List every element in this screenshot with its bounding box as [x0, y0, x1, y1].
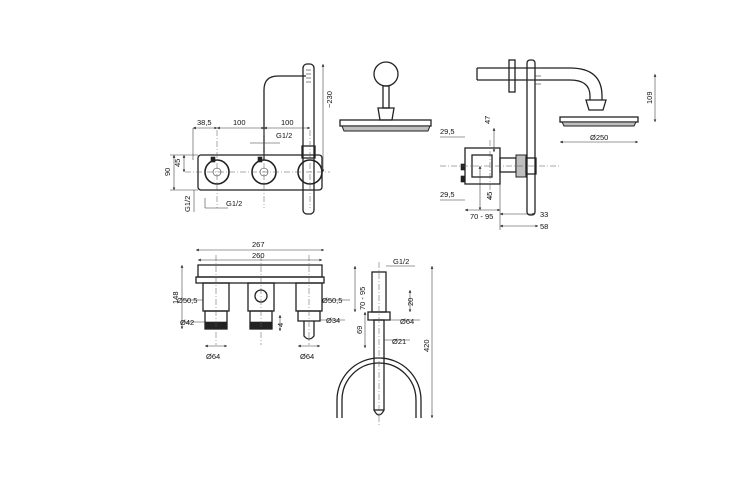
dim-g12-bottom: G1/2: [226, 199, 242, 208]
side-shower-head: [559, 116, 639, 123]
dim-g12-left: G1/2: [183, 196, 192, 212]
dim-148: 148: [171, 291, 180, 304]
wall-plate: [508, 59, 516, 93]
dim-90: 90: [163, 168, 172, 176]
dim-100-b: 100: [281, 118, 294, 127]
dim-g12-spout: G1/2: [393, 257, 409, 266]
dim-33: 33: [540, 210, 548, 219]
handle-mark-left: [210, 156, 216, 163]
dim-70-95-spout: 70 - 95: [358, 287, 367, 310]
side-view: 47 109 Ø250 29,5 29,5 45 70 - 95 33 58: [440, 59, 657, 231]
dim-dia64-a: Ø64: [206, 352, 220, 361]
dim-45: 45: [173, 159, 182, 167]
hand-shower-holder: [301, 145, 316, 159]
plan-plate: [197, 264, 323, 278]
shower-hose: [263, 75, 306, 160]
dim-g12-top: G1/2: [276, 131, 292, 140]
overhead-shower-front: [339, 61, 432, 132]
dim-38-5: 38,5: [197, 118, 212, 127]
dim-dia21: Ø21: [392, 337, 406, 346]
dim-dia42: Ø42: [180, 318, 194, 327]
dim-267: 267: [252, 240, 265, 249]
dim-109: 109: [645, 91, 654, 104]
wall-flange: [373, 61, 399, 87]
dim-4: 4: [276, 323, 285, 327]
dim-dia250: Ø250: [590, 133, 608, 142]
dim-dia64-spout: Ø64: [400, 317, 414, 326]
dim-29-5-b: 29,5: [440, 190, 455, 199]
side-hand-bar: [526, 59, 536, 216]
dim-29-5-a: 29,5: [440, 127, 455, 136]
dim-dia50-5-b: Ø50,5: [322, 296, 342, 305]
hand-shower-bar: [302, 63, 315, 215]
spout-view: G1/2 70 - 95 20 Ø64 69 Ø21 420: [336, 257, 434, 425]
dim-420: 420: [422, 339, 431, 352]
dim-dia64-b: Ø64: [300, 352, 314, 361]
dim-230: ~230: [325, 91, 334, 108]
handle-mark-middle: [257, 156, 263, 163]
shower-arm-bottom: [477, 79, 591, 100]
dim-dia34: Ø34: [326, 316, 340, 325]
dim-58: 58: [540, 222, 548, 231]
shower-head: [339, 119, 432, 127]
dim-70-95: 70 - 95: [470, 212, 493, 221]
front-view: 38,5 100 100 G1/2 ~230 90 45 G1/2 G1/2: [163, 63, 334, 215]
dim-20: 20: [406, 298, 415, 306]
dim-69: 69: [355, 326, 364, 334]
shower-arm-top: [477, 67, 603, 100]
dim-47: 47: [483, 116, 492, 124]
dim-260: 260: [252, 251, 265, 260]
dim-100-a: 100: [233, 118, 246, 127]
dim-dia50-5-a: Ø50,5: [177, 296, 197, 305]
plan-view: 267 260 148 Ø50,5 Ø50,5 Ø42 Ø34 4 Ø64 Ø6…: [171, 240, 350, 361]
dim-45-side: 45: [485, 192, 494, 200]
